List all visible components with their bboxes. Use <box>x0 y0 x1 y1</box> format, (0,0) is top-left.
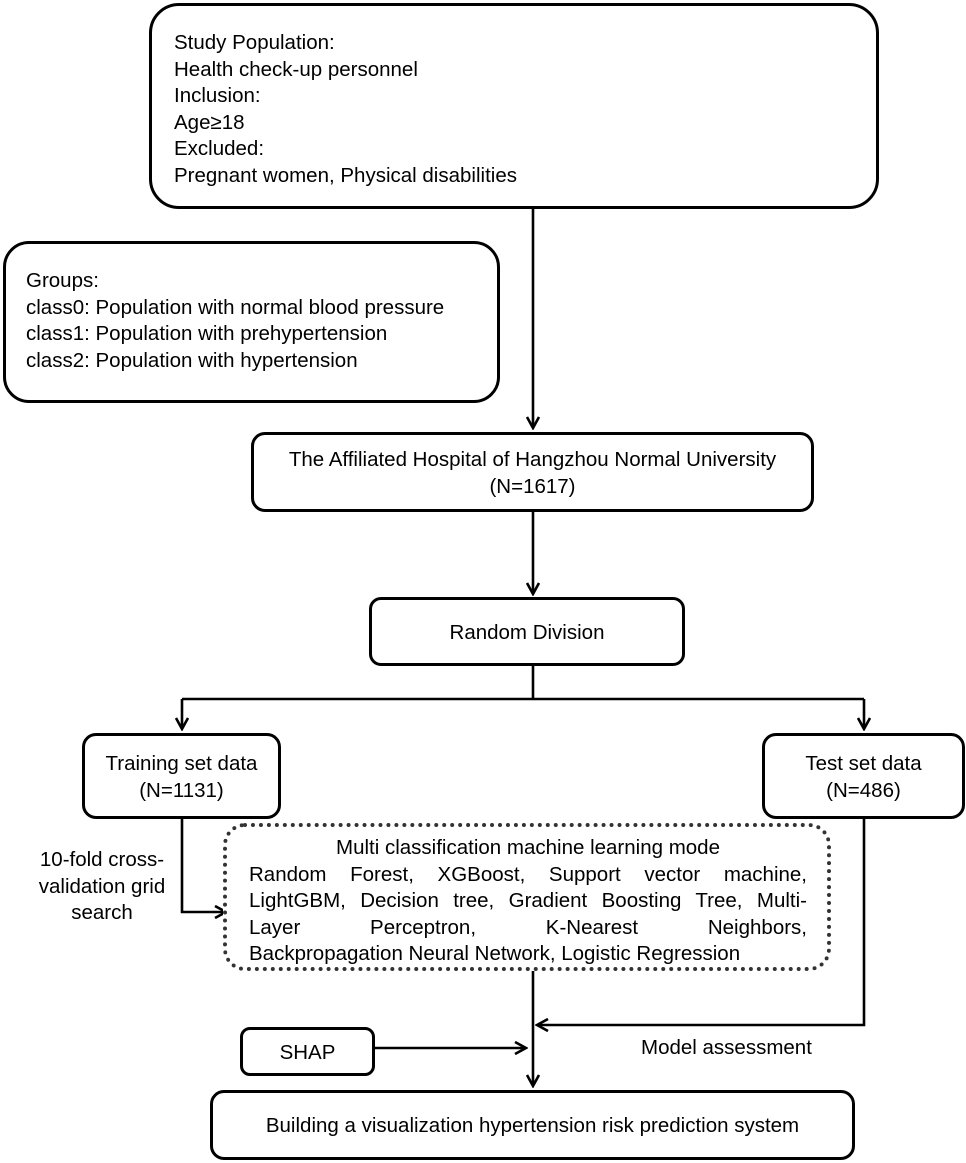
exclusion-heading: Excluded: <box>174 137 265 160</box>
exclusion-value: Pregnant women, Physical disabilities <box>174 163 517 187</box>
cross-validation-line-1: 10-fold cross- <box>39 848 165 871</box>
groups-heading: Groups: <box>26 269 99 292</box>
shap-box: SHAP <box>240 1027 375 1076</box>
inclusion-heading: Inclusion: <box>174 84 261 107</box>
cross-validation-label: 10-fold cross- validation grid search <box>22 847 182 927</box>
ml-models-line-2: LightGBM, Decision tree, Gradient Boosti… <box>249 889 807 912</box>
cross-validation-line-2: validation grid <box>38 874 166 898</box>
final-system-box: Building a visualization hypertension ri… <box>210 1090 855 1160</box>
training-set-label: Training set data <box>105 752 258 775</box>
group-class2: class2: Population with hypertension <box>26 348 358 372</box>
test-set-count: (N=486) <box>826 778 901 802</box>
study-population-box: Study Population: Health check-up person… <box>149 3 879 209</box>
ml-models-line-3: Layer Perceptron, K-Nearest Neighbors, <box>249 915 807 939</box>
study-population-value: Health check-up personnel <box>174 57 418 81</box>
final-system-label: Building a visualization hypertension ri… <box>265 1114 800 1137</box>
group-class0: class0: Population with normal blood pre… <box>26 295 445 319</box>
training-set-count: (N=1131) <box>139 778 224 802</box>
test-set-label: Test set data <box>805 752 922 775</box>
hospital-name: The Affiliated Hospital of Hangzhou Norm… <box>288 448 777 471</box>
training-set-box: Training set data (N=1131) <box>82 733 281 819</box>
shap-label: SHAP <box>279 1041 336 1064</box>
hospital-count: (N=1617) <box>489 474 576 498</box>
arrow-training-to-models <box>180 819 226 912</box>
model-assessment-label: Model assessment <box>641 1035 812 1062</box>
random-division-label: Random Division <box>449 621 605 644</box>
ml-models-line-4: Backpropagation Neural Network, Logistic… <box>249 942 741 965</box>
arrow-test-to-assessment <box>537 819 866 1025</box>
ml-models-line-1: Random Forest, XGBoost, Support vector m… <box>249 862 807 886</box>
groups-box: Groups: class0: Population with normal b… <box>3 241 500 403</box>
ml-models-title: Multi classification machine learning mo… <box>336 836 720 859</box>
ml-models-box: Multi classification machine learning mo… <box>223 823 831 971</box>
test-set-box: Test set data (N=486) <box>762 733 965 819</box>
model-assessment-text: Model assessment <box>641 1036 812 1059</box>
random-division-box: Random Division <box>369 597 685 666</box>
hospital-box: The Affiliated Hospital of Hangzhou Norm… <box>251 432 814 512</box>
cross-validation-line-3: search <box>71 901 133 924</box>
inclusion-value: Age≥18 <box>174 110 245 134</box>
group-class1: class1: Population with prehypertension <box>26 322 388 345</box>
study-population-heading: Study Population: <box>174 31 335 54</box>
